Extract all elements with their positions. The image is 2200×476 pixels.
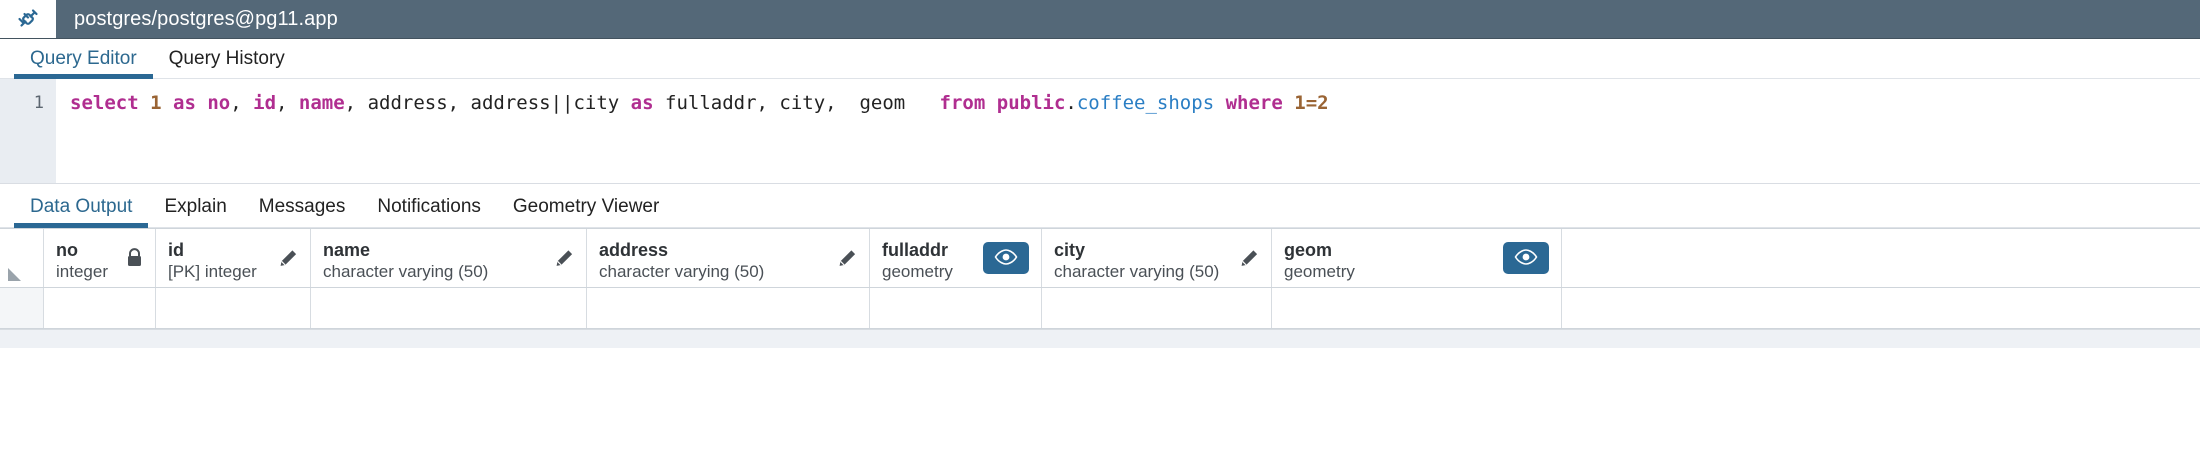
column-name-no: no bbox=[56, 240, 78, 260]
pencil-icon bbox=[279, 249, 298, 268]
sql-code-area[interactable]: select 1 as no, id, name, address, addre… bbox=[56, 79, 2200, 183]
pencil-icon bbox=[1240, 249, 1259, 268]
column-type-fulladdr: geometry bbox=[882, 262, 953, 281]
corner-triangle-icon bbox=[8, 268, 21, 281]
cell-no[interactable] bbox=[44, 288, 156, 328]
cell-name[interactable] bbox=[311, 288, 587, 328]
column-header-city[interactable]: city character varying (50) bbox=[1042, 229, 1272, 287]
tab-query-history-label: Query History bbox=[168, 48, 285, 69]
pencil-icon bbox=[838, 249, 857, 268]
sql-editor[interactable]: 1 select 1 as no, id, name, address, add… bbox=[0, 79, 2200, 184]
query-tool-tabs: Query Editor Query History bbox=[0, 39, 2200, 79]
row-header-cell[interactable] bbox=[0, 288, 44, 328]
tab-geometry-viewer-label: Geometry Viewer bbox=[512, 196, 660, 217]
column-header-geom[interactable]: geom geometry bbox=[1272, 229, 1562, 287]
table-row[interactable] bbox=[0, 288, 2200, 329]
tab-query-history[interactable]: Query History bbox=[153, 48, 301, 78]
column-type-address: character varying (50) bbox=[599, 262, 765, 281]
tab-query-editor-label: Query Editor bbox=[30, 48, 137, 69]
column-type-id: [PK] integer bbox=[168, 262, 257, 281]
cell-city[interactable] bbox=[1042, 288, 1272, 328]
result-panel-tabs: Data Output Explain Messages Notificatio… bbox=[0, 184, 2200, 228]
cell-id[interactable] bbox=[156, 288, 311, 328]
column-header-address[interactable]: address character varying (50) bbox=[587, 229, 870, 287]
column-header-fulladdr[interactable]: fulladdr geometry bbox=[870, 229, 1042, 287]
tab-data-output-label: Data Output bbox=[30, 196, 133, 217]
tab-messages[interactable]: Messages bbox=[243, 196, 362, 227]
tab-messages-label: Messages bbox=[258, 196, 346, 217]
result-grid-header: no integer id [PK] integer name characte bbox=[0, 229, 2200, 288]
column-type-name: character varying (50) bbox=[323, 262, 489, 281]
column-type-no: integer bbox=[56, 262, 108, 281]
view-geometry-button-geom[interactable] bbox=[1503, 242, 1549, 274]
connection-icon-box bbox=[0, 0, 56, 38]
column-header-id[interactable]: id [PK] integer bbox=[156, 229, 311, 287]
result-grid: no integer id [PK] integer name characte bbox=[0, 228, 2200, 348]
column-name-city: city bbox=[1054, 240, 1086, 260]
column-name-geom: geom bbox=[1284, 240, 1333, 260]
eye-icon bbox=[994, 248, 1018, 268]
cell-fulladdr[interactable] bbox=[870, 288, 1042, 328]
tab-query-editor[interactable]: Query Editor bbox=[14, 48, 153, 79]
column-header-name[interactable]: name character varying (50) bbox=[311, 229, 587, 287]
plug-connection-icon bbox=[15, 6, 41, 32]
titlebar: postgres/postgres@pg11.app bbox=[0, 0, 2200, 39]
tab-geometry-viewer[interactable]: Geometry Viewer bbox=[497, 196, 675, 227]
tab-notifications-label: Notifications bbox=[377, 196, 481, 217]
tab-explain[interactable]: Explain bbox=[148, 196, 242, 227]
column-type-city: character varying (50) bbox=[1054, 262, 1220, 281]
lock-icon bbox=[126, 248, 143, 268]
column-header-no[interactable]: no integer bbox=[44, 229, 156, 287]
tab-notifications[interactable]: Notifications bbox=[361, 196, 497, 227]
grid-empty-filler bbox=[0, 329, 2200, 348]
column-name-address: address bbox=[599, 240, 669, 260]
cell-geom[interactable] bbox=[1272, 288, 1562, 328]
column-name-id: id bbox=[168, 240, 184, 260]
grid-select-all-corner[interactable] bbox=[0, 229, 44, 287]
tab-explain-label: Explain bbox=[164, 196, 227, 217]
cell-address[interactable] bbox=[587, 288, 870, 328]
tab-data-output[interactable]: Data Output bbox=[14, 196, 149, 228]
pencil-icon bbox=[555, 249, 574, 268]
column-name-name: name bbox=[323, 240, 371, 260]
view-geometry-button-fulladdr[interactable] bbox=[983, 242, 1029, 274]
eye-icon bbox=[1514, 248, 1538, 268]
column-name-fulladdr: fulladdr bbox=[882, 240, 948, 260]
connection-title: postgres/postgres@pg11.app bbox=[74, 7, 338, 30]
sql-query-line: select 1 as no, id, name, address, addre… bbox=[70, 92, 1329, 114]
column-type-geom: geometry bbox=[1284, 262, 1355, 281]
line-number-gutter: 1 bbox=[0, 79, 56, 183]
line-number-1: 1 bbox=[33, 93, 44, 113]
